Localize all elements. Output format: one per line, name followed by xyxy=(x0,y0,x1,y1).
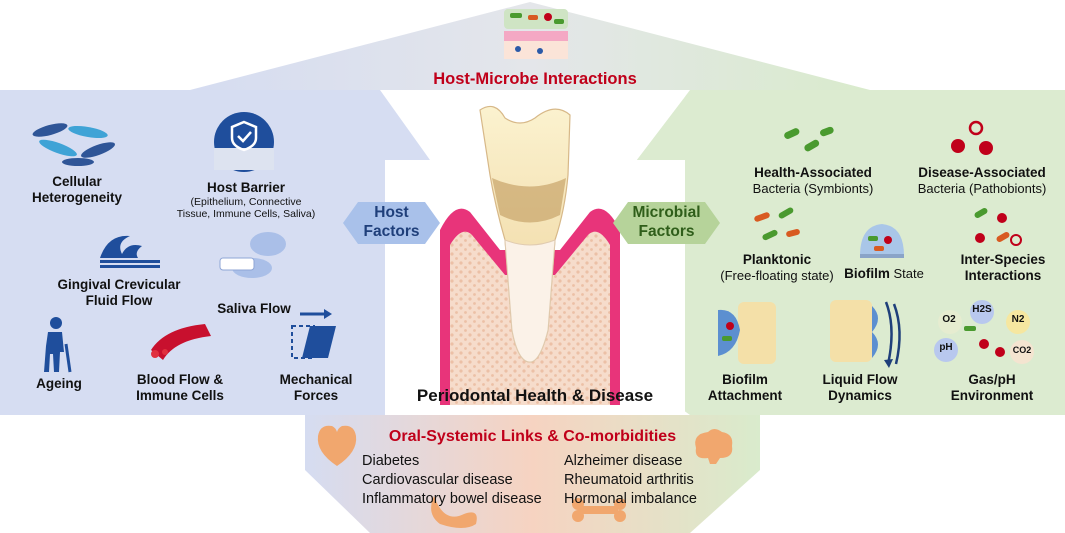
bone-icon xyxy=(572,498,626,522)
ph-bubble: pH xyxy=(939,342,953,353)
elderly-person-icon xyxy=(44,317,72,373)
host-factors-hexagon xyxy=(343,202,440,244)
disease-associated-label: Disease-Associated Bacteria (Pathobionts… xyxy=(917,165,1047,196)
co2-bubble: CO2 xyxy=(1012,345,1032,355)
stomach-icon xyxy=(431,496,477,528)
heart-icon xyxy=(317,425,357,466)
left-disease-list: Diabetes Cardiovascular disease Inflamma… xyxy=(362,452,542,509)
planktonic-bacteria-icon xyxy=(754,207,800,241)
brain-icon xyxy=(695,429,733,464)
o2-bubble: O2 xyxy=(942,314,956,325)
periodontal-title: Periodontal Health & Disease xyxy=(416,386,654,405)
biofilm-state-label: Biofilm State xyxy=(844,266,924,281)
inter-species-icon xyxy=(974,208,1022,246)
disease-item: Hormonal imbalance xyxy=(564,491,697,507)
biofilm-icon xyxy=(860,224,904,258)
host-microbe-title: Host-Microbe Interactions xyxy=(433,70,637,88)
microbial-factors-hexagon xyxy=(613,202,720,244)
salivary-gland-icon xyxy=(219,232,286,278)
host-microbe-icon xyxy=(504,9,568,59)
ageing-label: Ageing xyxy=(36,376,82,391)
blood-flow-label: Blood Flow &Immune Cells xyxy=(136,372,224,403)
gas-ph-icon xyxy=(934,300,1034,364)
disease-item: Diabetes xyxy=(362,453,420,469)
n2-bubble: N2 xyxy=(1011,314,1025,325)
health-associated-label: Health-Associated Bacteria (Symbionts) xyxy=(752,165,874,196)
h2s-bubble: H2S xyxy=(972,304,992,315)
disease-item: Alzheimer disease xyxy=(564,453,683,469)
health-bacteria-icon xyxy=(784,126,834,152)
planktonic-label: Planktonic (Free-floating state) xyxy=(720,252,834,283)
host-barrier-label: Host Barrier (Epithelium, Connective Tis… xyxy=(176,180,316,221)
pathogen-bacteria-icon xyxy=(951,120,993,155)
disease-item: Cardiovascular disease xyxy=(362,472,513,488)
shield-barrier-icon xyxy=(214,112,274,172)
force-arrow-icon xyxy=(291,309,336,359)
disease-item: Rheumatoid arthritis xyxy=(564,472,694,488)
saliva-flow-label: Saliva Flow xyxy=(217,301,291,316)
cell-cluster-icon xyxy=(32,123,116,166)
oral-systemic-title: Oral-Systemic Links & Co-morbidities xyxy=(388,428,677,445)
disease-item: Inflammatory bowel disease xyxy=(362,491,542,507)
right-disease-list: Alzheimer disease Rheumatoid arthritis H… xyxy=(564,452,697,509)
wave-icon xyxy=(100,235,160,268)
liquid-flow-icon xyxy=(830,300,901,368)
blood-vessel-icon xyxy=(151,324,211,360)
bottom-region xyxy=(305,415,760,533)
biofilm-attachment-icon xyxy=(718,302,776,364)
